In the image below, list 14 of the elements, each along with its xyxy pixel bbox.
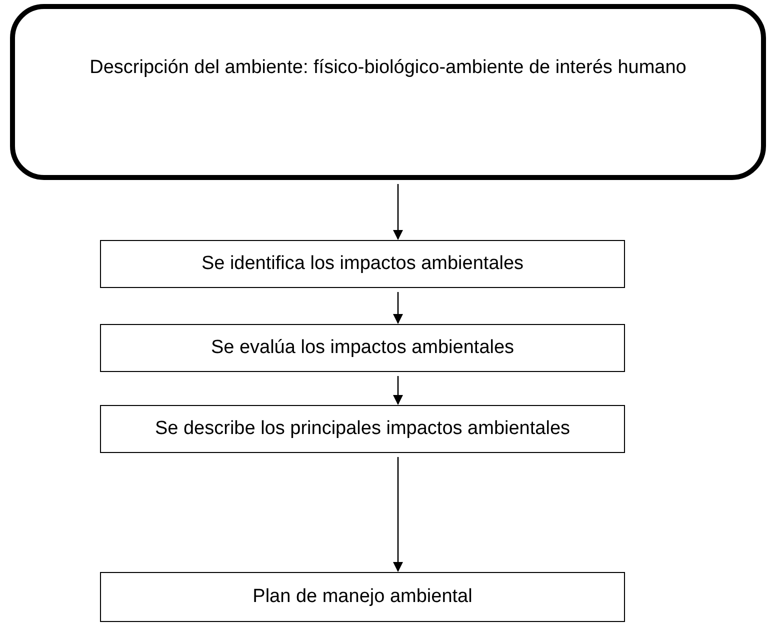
process-box	[100, 240, 625, 288]
box-text: Plan de manejo ambiental	[252, 585, 472, 609]
arrow	[393, 457, 403, 572]
box-text: Se evalúa los impactos ambientales	[210, 336, 514, 360]
arrow	[393, 376, 403, 405]
process-box	[10, 4, 766, 180]
box-text: Descripción del ambiente: físico-biológico-ambiente de interés humano	[90, 56, 686, 80]
arrow	[393, 184, 403, 240]
process-box	[100, 572, 625, 622]
process-box	[100, 405, 625, 453]
process-box	[100, 324, 625, 372]
box-text: Se identifica los impactos ambientales	[201, 252, 524, 276]
arrow	[393, 292, 403, 324]
box-text: Se describe los principales impactos ambientales	[154, 417, 570, 441]
